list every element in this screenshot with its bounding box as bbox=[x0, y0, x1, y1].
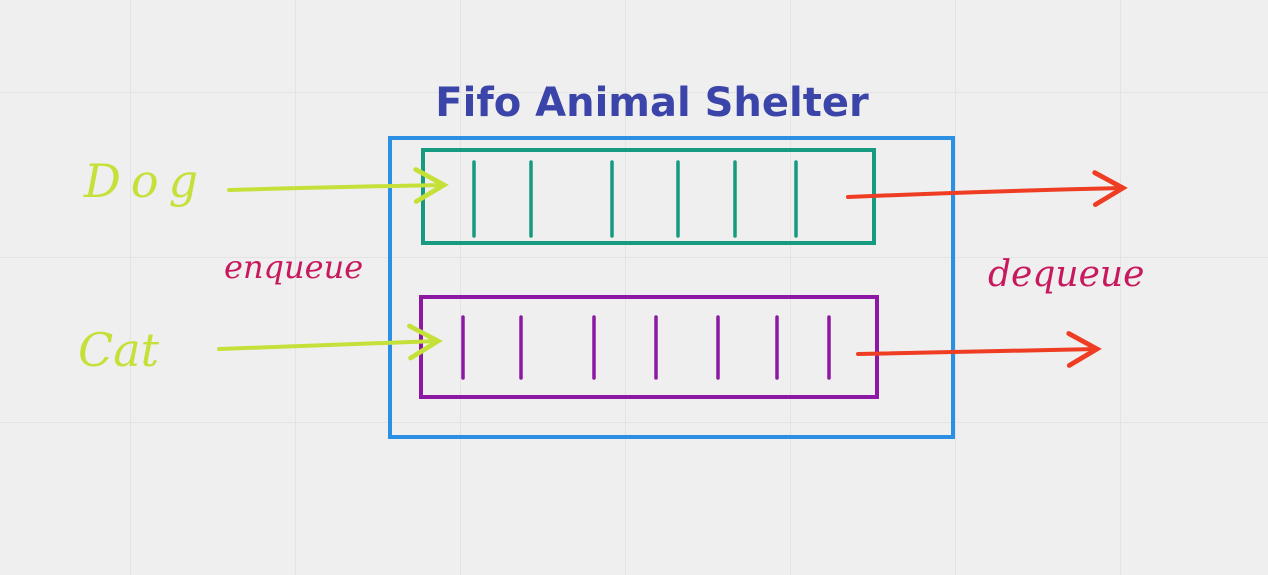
diagram-title: Fifo Animal Shelter bbox=[435, 80, 869, 126]
cat-dequeue-arrow bbox=[856, 331, 1102, 368]
cat-queue-box bbox=[419, 295, 879, 399]
cat-queue-slots bbox=[461, 315, 831, 380]
cat-label: Cat bbox=[78, 323, 160, 377]
shelter-box bbox=[388, 136, 955, 439]
dog-queue-box bbox=[421, 148, 876, 245]
cat-queue bbox=[419, 295, 879, 399]
cat-enqueue-arrow bbox=[217, 323, 443, 361]
enqueue-label: enqueue bbox=[224, 248, 363, 286]
dequeue-label: dequeue bbox=[988, 254, 1144, 295]
dog-enqueue-arrow bbox=[227, 167, 449, 204]
dog-dequeue-arrow bbox=[846, 170, 1128, 208]
dog-label: Dog bbox=[83, 154, 208, 208]
dog-queue-slots bbox=[472, 160, 798, 238]
dog-queue bbox=[421, 148, 876, 245]
